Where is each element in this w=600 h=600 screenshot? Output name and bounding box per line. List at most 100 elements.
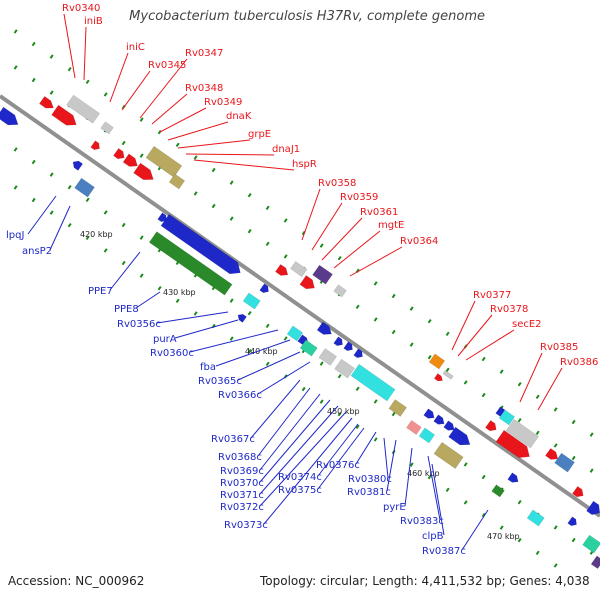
tick-dot xyxy=(499,525,504,530)
gene-label: Rv0348 xyxy=(185,83,223,94)
gene-glyph xyxy=(526,509,545,527)
tick-dot xyxy=(337,412,342,417)
topology-text: Topology: circular; Length: 4,411,532 bp… xyxy=(260,574,590,588)
gene-label: Rv0360c xyxy=(150,348,194,359)
label-leader xyxy=(156,311,229,324)
tick-dot xyxy=(571,537,576,543)
gene-glyph xyxy=(572,485,584,498)
tick-dot xyxy=(481,356,486,362)
gene-label: Rv0347 xyxy=(185,48,223,59)
gene-label: fba xyxy=(200,362,216,373)
tick-dot xyxy=(409,462,414,467)
gene-glyph xyxy=(90,140,100,151)
label-leader xyxy=(317,427,365,490)
tick-dot xyxy=(139,235,144,240)
tick-dot xyxy=(265,205,270,211)
gene-labels: Rv0340iniBiniCRv0345Rv0347Rv0348Rv0349dn… xyxy=(6,3,598,557)
label-leader xyxy=(537,367,563,411)
label-leader xyxy=(519,352,543,403)
gene-glyph xyxy=(582,534,600,554)
gene-glyph xyxy=(507,472,519,483)
tick-dot xyxy=(463,380,468,385)
gene-label: Rv0359 xyxy=(340,192,378,203)
tick-dot xyxy=(391,293,396,299)
label-leader xyxy=(215,339,291,367)
gene-label: Rv0381c xyxy=(347,487,391,498)
tick-dot xyxy=(319,243,324,248)
label-leader xyxy=(259,405,339,495)
gene-label: hspR xyxy=(292,159,317,170)
label-leader xyxy=(317,423,359,477)
gene-label: clpB xyxy=(422,531,444,542)
gene-label: Rv0373c xyxy=(224,520,268,531)
gene-label: purA xyxy=(153,334,177,345)
tick-dot xyxy=(517,500,522,505)
gene-glyph xyxy=(545,447,559,460)
tick-dot xyxy=(229,180,234,185)
gene-label: ansP2 xyxy=(22,246,52,257)
gene-glyph xyxy=(259,283,269,294)
gene-glyph xyxy=(428,353,446,370)
label-leader xyxy=(250,379,301,439)
gene-glyph xyxy=(418,427,436,444)
label-leader xyxy=(386,439,397,492)
tick-dot xyxy=(31,77,36,83)
gene-glyph xyxy=(590,555,600,570)
gene-label: Rv0358 xyxy=(318,178,356,189)
gene-label: iniB xyxy=(84,16,103,27)
tick-dot xyxy=(121,260,126,266)
tick-dot xyxy=(247,193,252,198)
tick-dot xyxy=(589,432,594,437)
gene-label: Rv0371c xyxy=(220,490,264,501)
gene-glyph xyxy=(333,336,343,347)
gene-label: Rv0374c xyxy=(278,472,322,483)
label-leader xyxy=(259,411,347,507)
tick-dot xyxy=(373,437,378,442)
gene-label: grpE xyxy=(248,129,271,140)
tick-dot xyxy=(67,185,72,190)
label-leader xyxy=(174,319,239,339)
label-leader xyxy=(383,437,389,479)
tick-dot xyxy=(139,117,144,122)
label-leader xyxy=(355,431,377,465)
gene-label: secE2 xyxy=(512,319,542,330)
gene-label: Rv0368c xyxy=(218,452,262,463)
gene-glyph xyxy=(567,516,577,527)
tick-dot xyxy=(247,311,252,316)
tick-dot xyxy=(193,191,198,196)
gene-label: dnaK xyxy=(226,111,252,122)
label-leader xyxy=(465,329,515,361)
tick-dot xyxy=(445,331,450,337)
gene-label: Rv0377 xyxy=(473,290,511,301)
tick-dot xyxy=(67,67,72,72)
tick-dot xyxy=(571,455,576,461)
gene-glyph xyxy=(275,263,289,276)
tick-dot xyxy=(373,399,378,404)
label-leader xyxy=(257,387,311,457)
scale-label: 470 kbp xyxy=(487,532,520,541)
gene-glyph xyxy=(299,339,318,357)
label-leader xyxy=(189,329,279,353)
tick-dot xyxy=(283,218,288,223)
tick-dot xyxy=(247,228,252,234)
gene-glyph xyxy=(312,264,333,285)
tick-dot xyxy=(337,255,342,261)
gene-glyph xyxy=(318,348,337,366)
gene-glyph xyxy=(554,452,575,473)
label-leader xyxy=(27,195,57,235)
tick-dot xyxy=(49,210,54,215)
gene-label: Rv0345 xyxy=(148,60,186,71)
tick-dot xyxy=(157,129,162,135)
tick-dot xyxy=(463,500,468,505)
gene-glyph xyxy=(290,260,308,278)
label-leader xyxy=(457,314,493,357)
gene-glyph xyxy=(433,373,443,382)
scale-label: 450 kbp xyxy=(327,407,360,416)
label-leader xyxy=(135,291,161,309)
tick-dot xyxy=(373,281,378,286)
gene-label: Rv0364 xyxy=(400,236,438,247)
tick-dot xyxy=(391,411,396,417)
tick-dot xyxy=(103,248,108,253)
gene-glyph xyxy=(586,500,600,515)
